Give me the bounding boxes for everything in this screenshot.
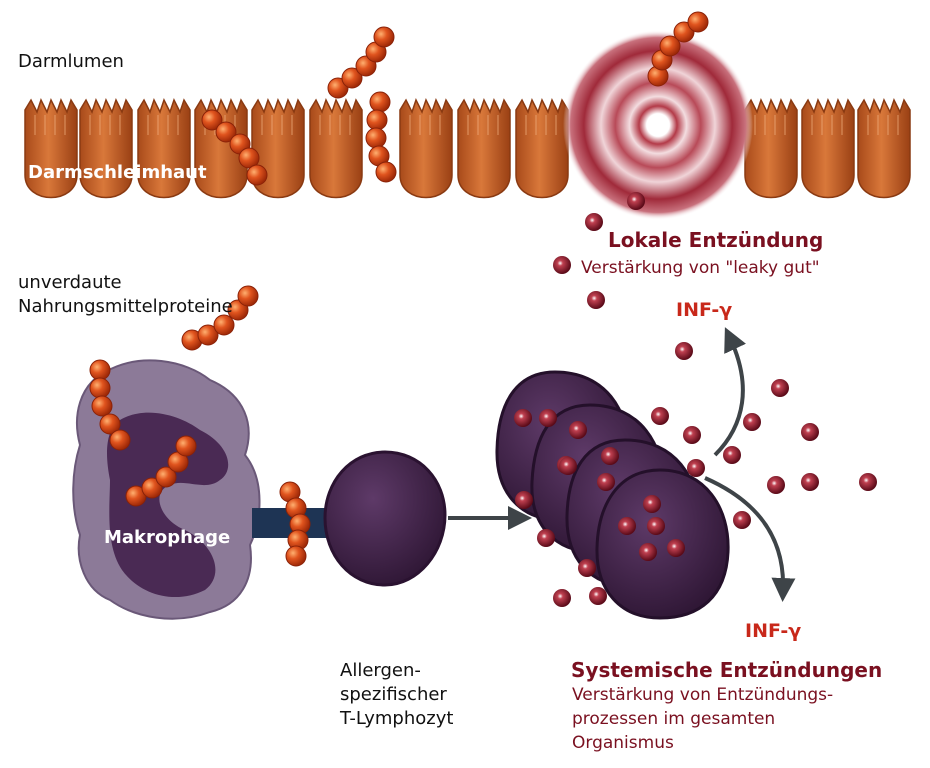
systemic-sub-line1: Verstärkung von Entzündungs- — [572, 685, 834, 705]
inf-gamma-up-arrow — [713, 327, 746, 457]
systemic-sub-line2: prozessen im gesamten — [572, 709, 776, 729]
intestinal-villus-icon — [24, 98, 911, 199]
tcell-label-line1: Allergen- — [340, 660, 421, 681]
proteins-label-line2: Nahrungsmittelproteine — [18, 296, 233, 317]
systemic-inflammation-title: Systemische Entzündungen — [571, 658, 883, 682]
protein-chain-icon — [89, 11, 709, 567]
macrophage-label: Makrophage — [104, 527, 231, 548]
inf-gamma-down-arrow — [704, 476, 796, 602]
inf-gamma-label-upper: INF-γ — [676, 299, 733, 321]
inf-gamma-label-lower: INF-γ — [745, 620, 802, 642]
t-lymphocyte-icon — [323, 450, 447, 587]
cytokine-granule-icon — [514, 192, 877, 607]
lumen-label: Darmlumen — [18, 51, 124, 72]
proliferating-t-cells — [495, 370, 730, 620]
systemic-sub-line3: Organismus — [572, 733, 674, 753]
local-inflammation-icon — [563, 30, 753, 220]
tcell-label-line2: spezifischer — [340, 684, 447, 705]
local-inflammation-title: Lokale Entzündung — [608, 228, 824, 252]
tcell-label-line3: T-Lymphozyt — [340, 708, 454, 729]
local-inflammation-subtitle: Verstärkung von "leaky gut" — [581, 258, 820, 278]
mucosa-label: Darmschleimhaut — [28, 162, 207, 183]
proteins-label-line1: unverdaute — [18, 272, 122, 293]
